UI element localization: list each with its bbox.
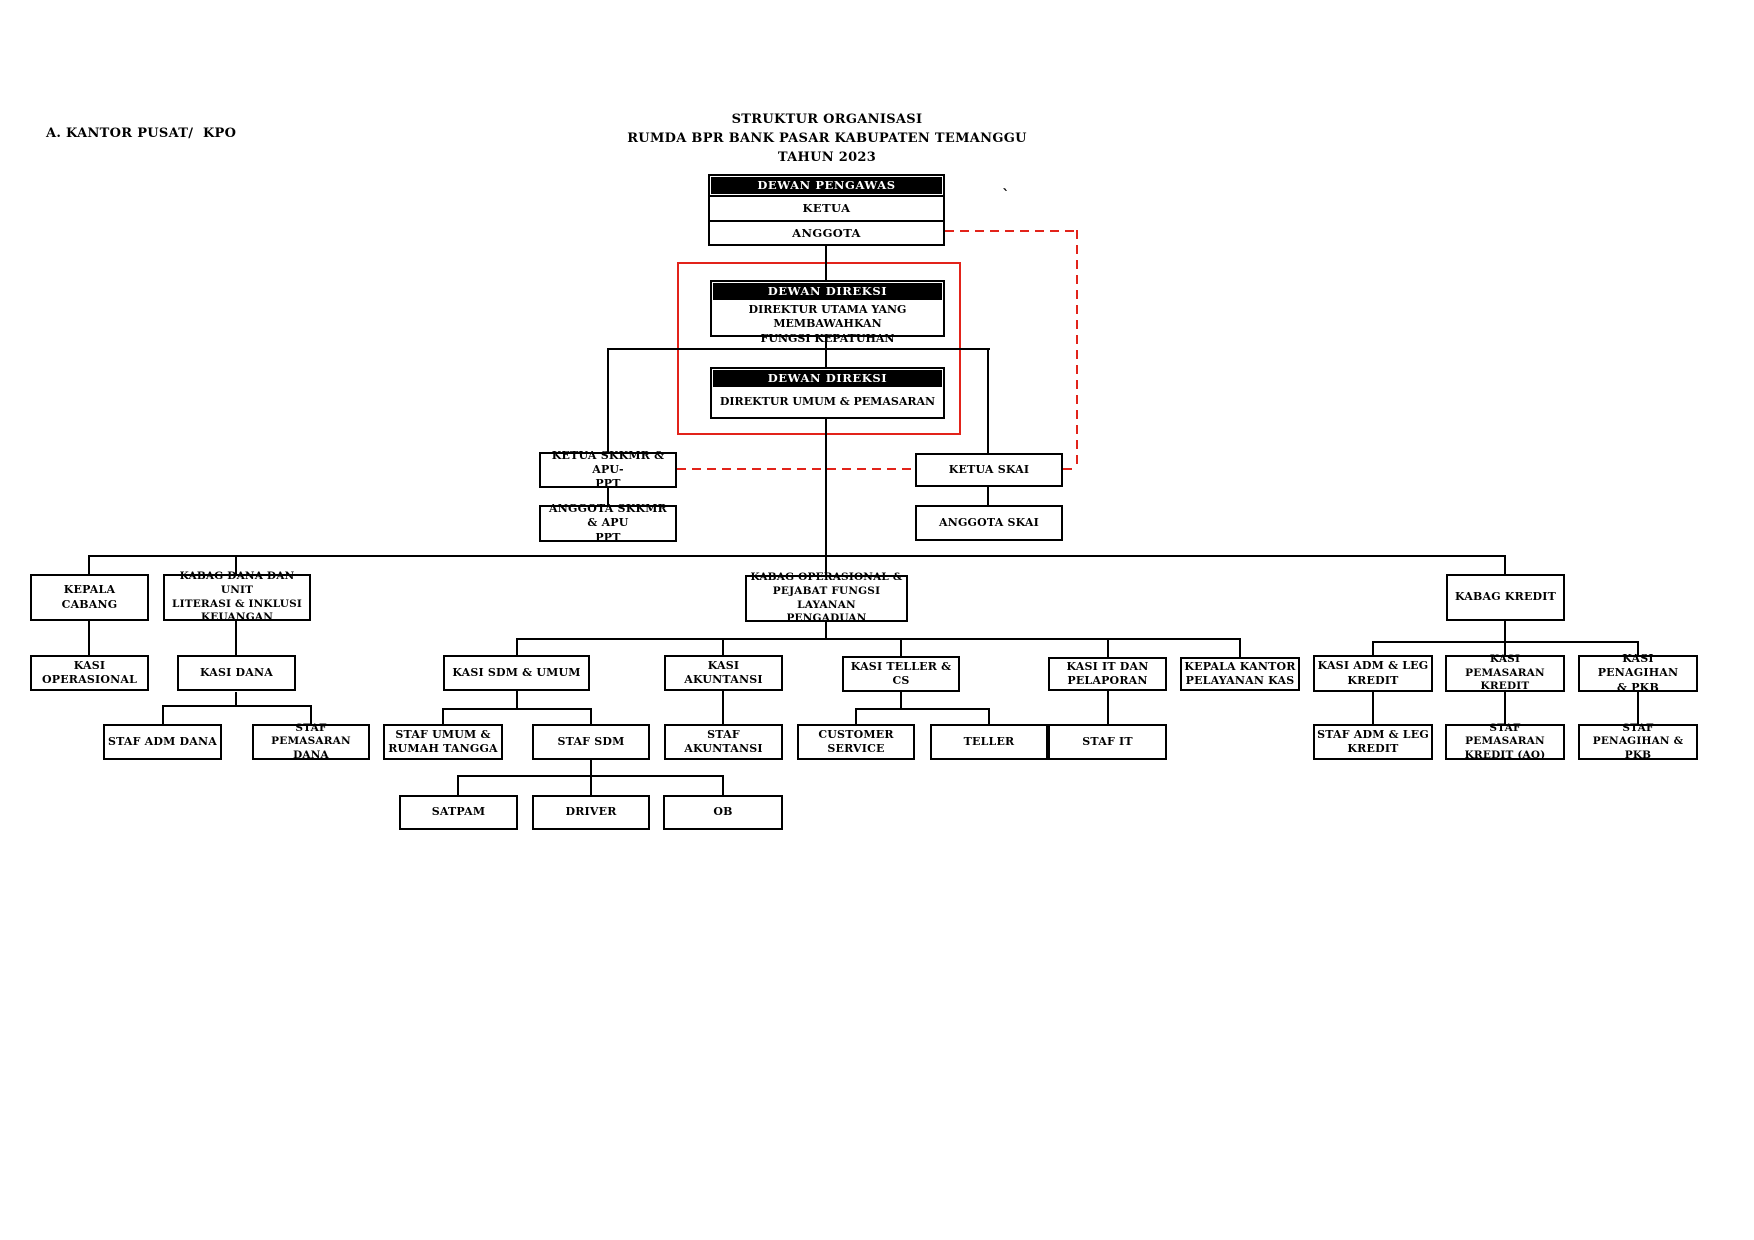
node-kabag-operasional: KABAG OPERASIONAL & PEJABAT FUNGSI LAYAN… bbox=[745, 571, 908, 624]
section-label: A. KANTOR PUSAT/ KPO bbox=[46, 126, 237, 141]
connector-drop-kabag-dana bbox=[235, 555, 237, 574]
stray-mark: ` bbox=[1002, 186, 1010, 204]
connector-kabagkredit-branch bbox=[1504, 621, 1506, 641]
connector-stafsdm-branch bbox=[590, 760, 592, 775]
connector-skai-anggota bbox=[987, 487, 989, 505]
connector-drop-staf-umum bbox=[442, 708, 444, 724]
dashed-link-vertical bbox=[1076, 230, 1078, 470]
connector-drop-kepala-cabang bbox=[88, 555, 90, 574]
connector-kabagdana-kasidana bbox=[235, 621, 237, 655]
node-teller: TELLER bbox=[930, 724, 1048, 760]
node-kepala-cabang: KEPALA CABANG bbox=[30, 574, 149, 621]
connector-drop-ob bbox=[722, 775, 724, 795]
node-anggota-skkmr: ANGGOTA SKKMR & APU PPT bbox=[539, 502, 677, 544]
node-kasi-dana: KASI DANA bbox=[177, 655, 296, 691]
connector-pemasarankredit-staf bbox=[1504, 692, 1506, 724]
dewan-pengawas-ketua: KETUA bbox=[710, 195, 943, 220]
connector-drop-staf-sdm bbox=[590, 708, 592, 724]
direksi-utama-title: DIREKTUR UTAMA YANG MEMBAWAHKAN FUNGSI K… bbox=[748, 303, 907, 345]
node-kasi-sdm-umum: KASI SDM & UMUM bbox=[443, 655, 590, 691]
node-staf-akuntansi: STAF AKUNTANSI bbox=[664, 724, 783, 760]
node-customer-service: CUSTOMER SERVICE bbox=[797, 724, 915, 760]
node-kabag-kredit: KABAG KREDIT bbox=[1446, 574, 1565, 621]
connector-drop-kasi-penagihan bbox=[1637, 641, 1639, 655]
connector-main-distribution-line bbox=[88, 555, 1506, 557]
connector-drop-kasi-adm-leg bbox=[1372, 641, 1374, 655]
node-anggota-skai: ANGGOTA SKAI bbox=[915, 505, 1063, 541]
connector-drop-kasi-it bbox=[1107, 638, 1109, 657]
direksi-umum-title: DIREKTUR UMUM & PEMASARAN bbox=[719, 395, 936, 409]
dashed-link-into-skai bbox=[1063, 468, 1078, 470]
connector-to-ketua-skai bbox=[987, 348, 989, 453]
connector-drop-kasi-sdm bbox=[516, 638, 518, 655]
connector-drop-kabag-kredit bbox=[1504, 555, 1506, 574]
node-staf-it: STAF IT bbox=[1048, 724, 1167, 760]
node-staf-pemasaran-kredit: STAF PEMASARAN KREDIT (AO) bbox=[1445, 722, 1565, 761]
node-direksi-umum: DEWAN DIREKSI DIREKTUR UMUM & PEMASARAN bbox=[710, 367, 945, 419]
connector-kabagops-branch bbox=[825, 622, 827, 638]
dashed-link-anggota-out bbox=[945, 230, 1078, 232]
connector-ops-branch-line bbox=[516, 638, 1241, 640]
node-kasi-it: KASI IT DAN PELAPORAN bbox=[1048, 657, 1167, 691]
connector-direksi1-direksi2 bbox=[825, 335, 827, 368]
node-kasi-akuntansi: KASI AKUNTANSI bbox=[664, 655, 783, 691]
connector-drop-satpam bbox=[457, 775, 459, 795]
node-kepala-kantor-kas: KEPALA KANTOR PELAYANAN KAS bbox=[1180, 657, 1300, 691]
connector-penagihan-staf bbox=[1637, 692, 1639, 724]
node-ketua-skai: KETUA SKAI bbox=[915, 453, 1063, 487]
connector-pengawas-direksi bbox=[825, 245, 827, 280]
chart-title-line2: RUMDA BPR BANK PASAR KABUPATEN TEMANGGU bbox=[627, 131, 1027, 146]
connector-sdm-staff-line bbox=[442, 708, 591, 710]
node-staf-umum-rt: STAF UMUM & RUMAH TANGGA bbox=[383, 724, 503, 760]
connector-drop-staf-pemasaran-dana bbox=[310, 705, 312, 724]
connector-dana-staff-line bbox=[162, 705, 311, 707]
chart-title-line3: TAHUN 2023 bbox=[777, 150, 877, 165]
node-kasi-penagihan-pkb: KASI PENAGIHAN & PKB bbox=[1578, 652, 1698, 694]
node-staf-sdm: STAF SDM bbox=[532, 724, 650, 760]
node-direksi-utama: DEWAN DIREKSI DIREKTUR UTAMA YANG MEMBAW… bbox=[710, 280, 945, 345]
node-kasi-operasional: KASI OPERASIONAL bbox=[30, 655, 149, 691]
connector-drop-customer-service bbox=[855, 708, 857, 724]
node-kabag-dana: KABAG DANA DAN UNIT LITERASI & INKLUSI K… bbox=[163, 570, 311, 623]
connector-drop-driver bbox=[590, 775, 592, 795]
connector-skkmr-anggota bbox=[607, 488, 609, 505]
node-staf-adm-dana: STAF ADM DANA bbox=[103, 724, 222, 760]
connector-kasisdm-branch bbox=[516, 690, 518, 708]
connector-drop-kasi-pemasaran bbox=[1504, 641, 1506, 655]
node-satpam: SATPAM bbox=[399, 795, 518, 830]
direksi-umum-header: DEWAN DIREKSI bbox=[713, 370, 942, 387]
connector-teller-branch bbox=[900, 692, 902, 708]
dewan-pengawas-anggota: ANGGOTA bbox=[710, 219, 943, 245]
connector-direksi2-mainline bbox=[825, 418, 827, 557]
connector-drop-kabag-operasional bbox=[825, 555, 827, 575]
node-kasi-teller-cs: KASI TELLER & CS bbox=[842, 656, 960, 692]
connector-akuntansi-staf bbox=[722, 690, 724, 724]
connector-drop-kepala-kantor bbox=[1239, 638, 1241, 657]
node-ob: OB bbox=[663, 795, 783, 830]
connector-drop-kasi-akuntansi bbox=[722, 638, 724, 655]
node-staf-pemasaran-dana: STAF PEMASARAN DANA bbox=[252, 722, 370, 761]
node-ketua-skkmr: KETUA SKKMR & APU- PPT bbox=[539, 449, 677, 490]
node-staf-adm-leg-kredit: STAF ADM & LEG KREDIT bbox=[1313, 724, 1433, 760]
direksi-utama-header: DEWAN DIREKSI bbox=[713, 283, 942, 300]
connector-drop-kasi-teller bbox=[900, 638, 902, 656]
connector-cabang-kasi-operasional bbox=[88, 621, 90, 655]
node-dewan-pengawas: DEWAN PENGAWAS KETUA ANGGOTA bbox=[708, 174, 945, 246]
node-kasi-adm-leg-kredit: KASI ADM & LEG KREDIT bbox=[1313, 655, 1433, 692]
connector-teller-staff-line bbox=[855, 708, 989, 710]
connector-drop-staf-adm-dana bbox=[162, 705, 164, 724]
connector-skkmr-skai-branch bbox=[607, 348, 990, 350]
chart-title-line1: STRUKTUR ORGANISASI bbox=[731, 112, 923, 127]
connector-kasidana-branch bbox=[235, 692, 237, 705]
dashed-link-skkmr-skai bbox=[677, 468, 915, 470]
connector-admleg-staf bbox=[1372, 692, 1374, 724]
connector-it-staf bbox=[1107, 690, 1109, 724]
connector-drop-teller bbox=[988, 708, 990, 724]
node-driver: DRIVER bbox=[532, 795, 650, 830]
connector-to-ketua-skkmr bbox=[607, 348, 609, 452]
node-kasi-pemasaran-kredit: KASI PEMASARAN KREDIT bbox=[1445, 653, 1565, 692]
node-staf-penagihan-pkb: STAF PENAGIHAN & PKB bbox=[1578, 722, 1698, 761]
dewan-pengawas-header: DEWAN PENGAWAS bbox=[711, 177, 942, 194]
